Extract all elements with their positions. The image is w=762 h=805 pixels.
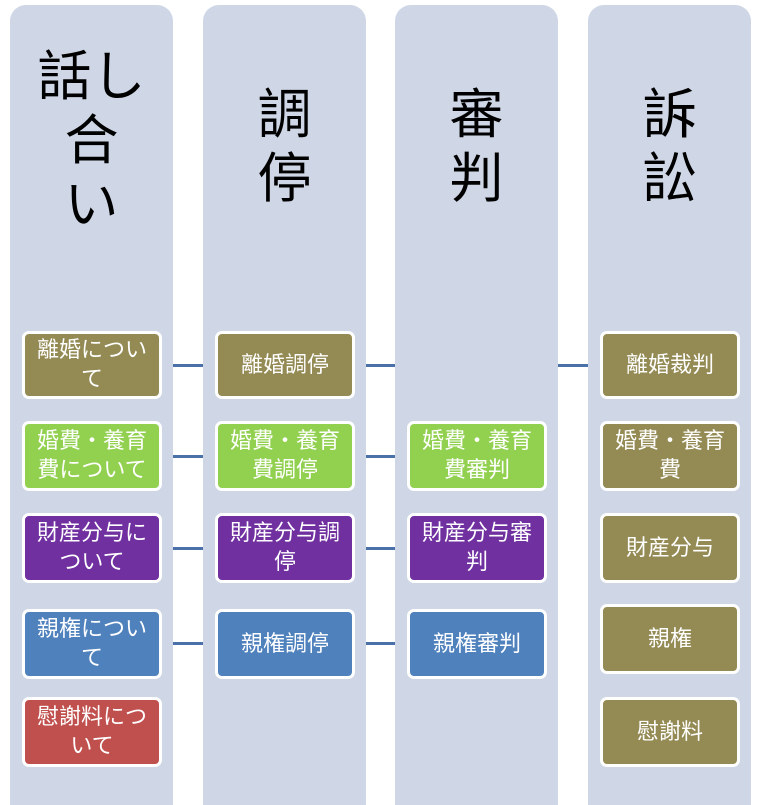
column-title-line: 調 <box>257 83 312 146</box>
process-box: 婚費・養育費 <box>600 421 740 491</box>
column-title: 審判 <box>395 83 558 211</box>
process-box: 離婚裁判 <box>600 331 740 399</box>
process-box: 婚費・養育費調停 <box>215 421 355 491</box>
process-box: 親権審判 <box>407 609 547 679</box>
process-box: 離婚について <box>22 331 162 399</box>
connector-divorce <box>160 364 605 367</box>
column-title-line: 判 <box>449 147 504 210</box>
process-box: 財産分与審判 <box>407 513 547 583</box>
column-discussion: 話し合い <box>10 5 173 805</box>
column-title-line: い <box>64 173 119 236</box>
process-box: 婚費・養育費審判 <box>407 421 547 491</box>
column-title: 訴訟 <box>588 83 751 211</box>
process-box: 財産分与について <box>22 513 162 583</box>
column-title-line: 話し <box>37 45 146 108</box>
column-trial: 審判 <box>395 5 558 805</box>
column-mediation: 調停 <box>203 5 366 805</box>
process-box: 親権 <box>600 604 740 674</box>
column-title-line: 停 <box>257 147 312 210</box>
process-box: 婚費・養育費について <box>22 421 162 491</box>
column-title: 調停 <box>203 83 366 211</box>
column-title-line: 合 <box>64 109 119 172</box>
process-box: 財産分与調停 <box>215 513 355 583</box>
process-box: 親権調停 <box>215 609 355 679</box>
process-box: 慰謝料について <box>22 697 162 767</box>
column-title: 話し合い <box>10 45 173 237</box>
process-box: 慰謝料 <box>600 697 740 767</box>
process-box: 財産分与 <box>600 513 740 583</box>
column-title-line: 審 <box>449 83 504 146</box>
column-lawsuit: 訴訟 <box>588 5 751 805</box>
column-title-line: 訴 <box>642 83 697 146</box>
process-box: 離婚調停 <box>215 331 355 399</box>
process-box: 親権について <box>22 609 162 679</box>
column-title-line: 訟 <box>642 147 697 210</box>
